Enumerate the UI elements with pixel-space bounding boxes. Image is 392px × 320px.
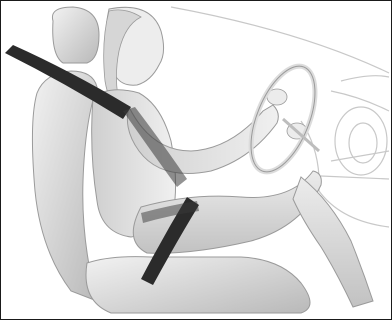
steering-wheel-icon	[238, 57, 328, 180]
seat-headrest	[52, 7, 99, 63]
seat-cushion	[86, 257, 310, 313]
driver-lower-leg	[293, 177, 373, 307]
